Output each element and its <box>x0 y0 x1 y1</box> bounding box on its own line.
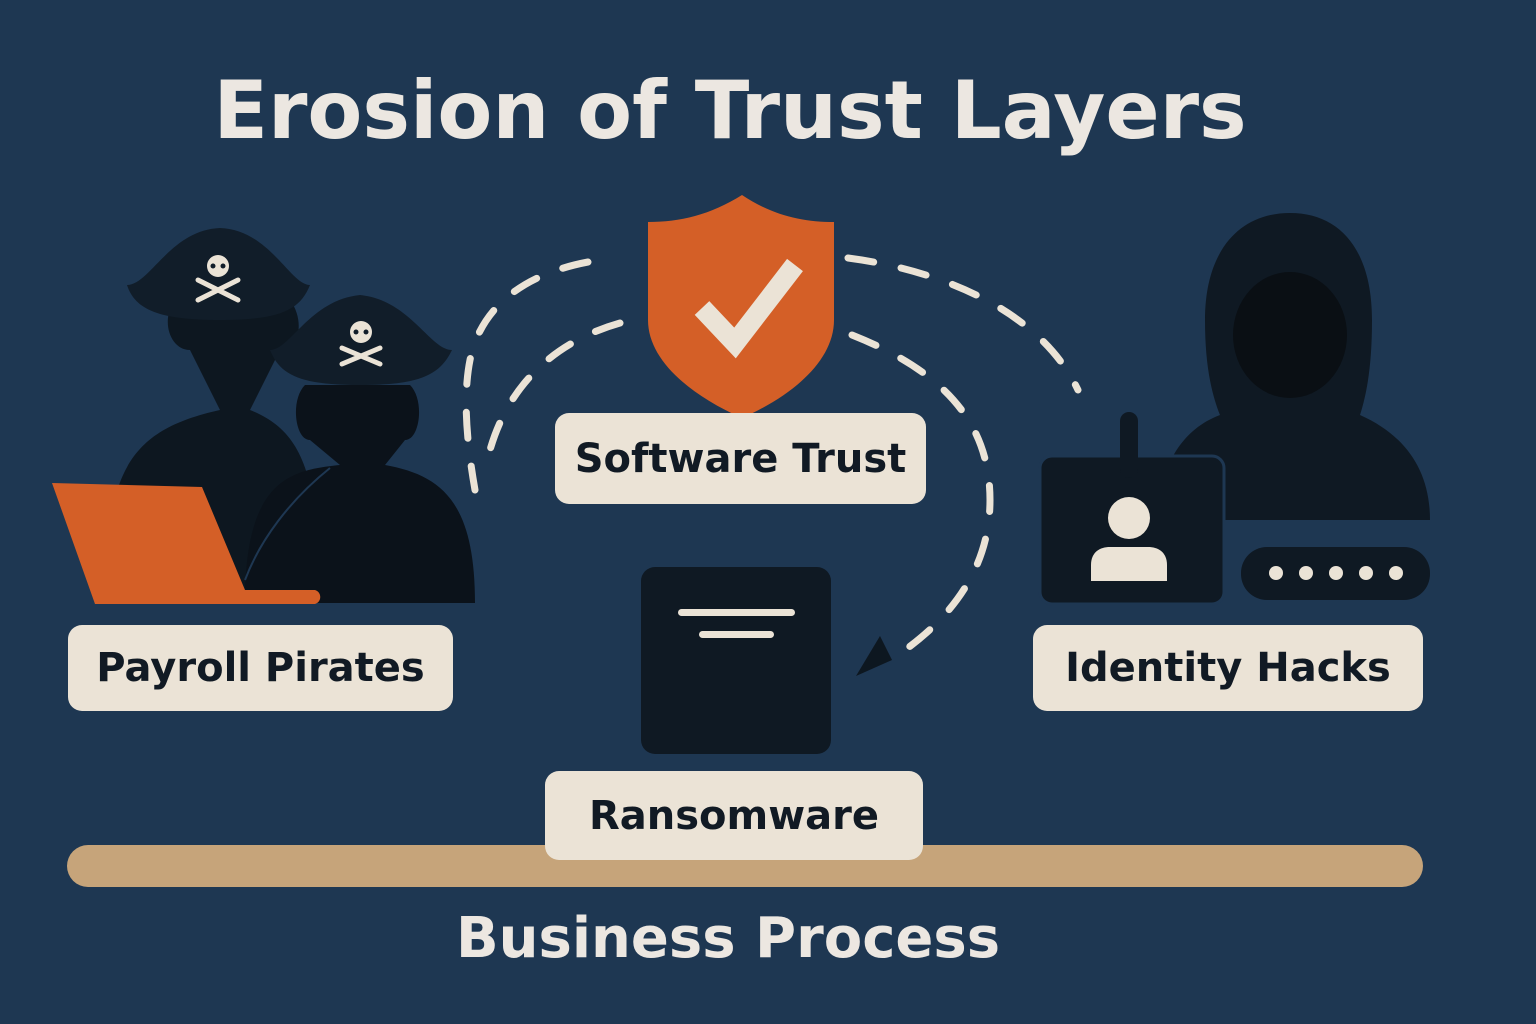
foundation-label: Business Process <box>455 906 1001 971</box>
diagram-title: Erosion of Trust Layers <box>213 64 1247 157</box>
id-badge-icon <box>1038 412 1226 606</box>
label-software-trust: Software Trust <box>555 413 926 504</box>
label-identity-hacks: Identity Hacks <box>1033 625 1423 711</box>
password-field-icon <box>1241 547 1430 600</box>
shield-check-icon <box>648 195 834 418</box>
laptop-icon <box>52 483 321 604</box>
hooded-hacker-icon <box>1158 213 1430 520</box>
label-payroll-pirates: Payroll Pirates <box>68 625 453 711</box>
label-ransomware: Ransomware <box>545 771 923 860</box>
locked-document-icon <box>641 567 831 754</box>
dashed-connector-arcs <box>462 254 1082 654</box>
arrowhead-icon <box>856 636 892 676</box>
pirates-icon <box>52 228 475 604</box>
